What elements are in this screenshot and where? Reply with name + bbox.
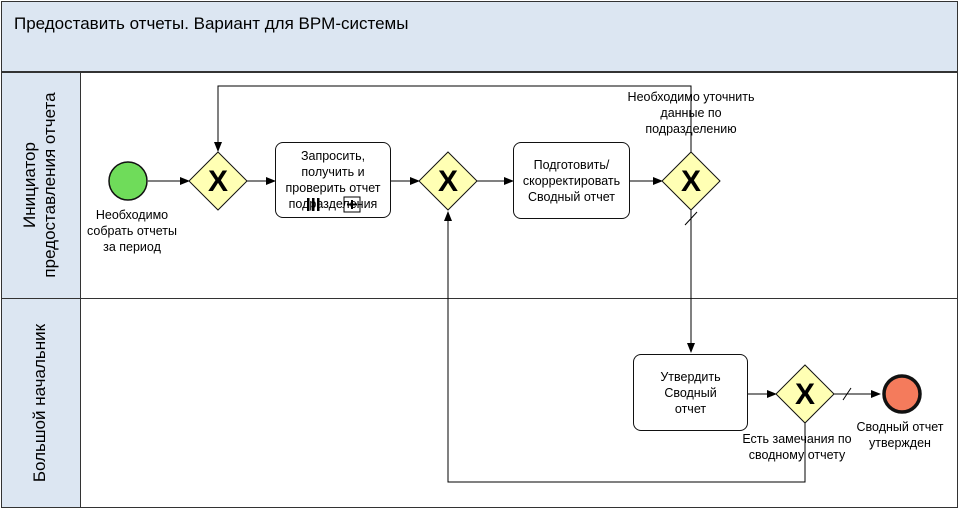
gateway-g3: X	[661, 151, 721, 211]
subprocess-plus-icon	[343, 196, 361, 213]
gateway-g1: X	[188, 151, 248, 211]
flow-g3-loop-to-g1	[214, 85, 692, 153]
gateway-g2-symbol: X	[438, 165, 458, 198]
start-event-label: Необходимо собрать отчеты за период	[86, 208, 177, 254]
start-event	[108, 161, 148, 201]
default-flow-mark-g3	[684, 211, 698, 226]
gateway-g1-symbol: X	[208, 165, 228, 198]
flow-g4-loop-to-g2	[444, 211, 806, 483]
task-approve-summary: Утвердить Сводный отчет	[633, 354, 748, 431]
default-flow-mark-g4	[842, 387, 852, 401]
gateway-g4: X	[775, 364, 835, 424]
pool-header: Предоставить отчеты. Вариант для BPM-сис…	[1, 1, 958, 47]
task-prepare-label: Подготовить/ скорректировать Сводный отч…	[522, 157, 621, 204]
gateway-g4-symbol: X	[795, 378, 815, 411]
gateway-g4-label: Есть замечания по сводному отчету	[742, 432, 852, 462]
end-event	[882, 374, 922, 414]
parallel-multi-instance-icon	[307, 198, 320, 211]
task-request-label: Запросить, получить и проверить отчет по…	[285, 149, 381, 211]
gateway-g2: X	[418, 151, 478, 211]
diagram-title: Предоставить отчеты. Вариант для BPM-сис…	[14, 14, 409, 33]
gateway-g3-label: Необходимо уточнить данные по подразделе…	[627, 90, 755, 136]
task-approve-label: Утвердить Сводный отчет	[660, 369, 721, 416]
lane-header-boss	[1, 298, 81, 508]
task-markers	[307, 196, 361, 213]
task-request-reports: Запросить, получить и проверить отчет по…	[275, 142, 391, 218]
end-event-label: Сводный отчет утвержден	[856, 420, 944, 450]
gateway-g3-symbol: X	[681, 165, 701, 198]
pool-subheader	[1, 46, 958, 72]
task-prepare-summary: Подготовить/ скорректировать Сводный отч…	[513, 142, 630, 219]
